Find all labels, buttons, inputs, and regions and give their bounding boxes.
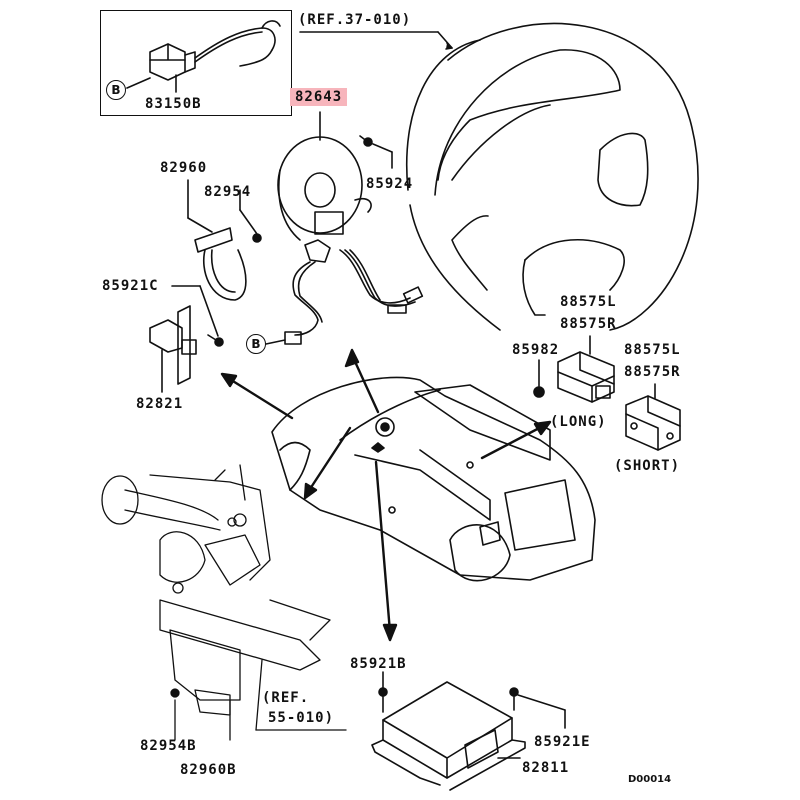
part-label-82643-highlighted[interactable]: 82643 — [290, 88, 348, 106]
part-label-88575L-long[interactable]: 88575L — [560, 294, 617, 310]
part-label-85921B[interactable]: 85921B — [350, 656, 407, 672]
variant-note-long: (LONG) — [550, 414, 607, 430]
part-label-82960B[interactable]: 82960B — [180, 762, 237, 778]
srs-control-unit-drawing — [371, 671, 566, 791]
part-label-88575R-long[interactable]: 88575R — [560, 316, 617, 332]
part-label-82954[interactable]: 82954 — [204, 184, 252, 200]
diagram-code: D00014 — [628, 774, 672, 785]
harness-83150B-drawing — [126, 20, 281, 93]
steering-wheel-drawing — [299, 22, 699, 331]
ref-steering-column-label-line1[interactable]: (REF. — [262, 690, 310, 706]
impact-sensor-short-drawing — [625, 383, 681, 451]
impact-sensor-long-drawing — [533, 335, 615, 403]
connector-b-marker-main: B — [246, 334, 266, 354]
part-label-88575R-short[interactable]: 88575R — [624, 364, 681, 380]
part-label-82821[interactable]: 82821 — [136, 396, 184, 412]
part-label-85982[interactable]: 85982 — [512, 342, 560, 358]
clock-spring-82643-drawing — [265, 111, 424, 345]
part-label-83150B[interactable]: 83150B — [145, 96, 202, 112]
part-label-85924[interactable]: 85924 — [366, 176, 414, 192]
part-label-82960[interactable]: 82960 — [160, 160, 208, 176]
part-label-82811[interactable]: 82811 — [522, 760, 570, 776]
part-label-82954B[interactable]: 82954B — [140, 738, 197, 754]
part-label-85921C[interactable]: 85921C — [102, 278, 159, 294]
assembly-arrows — [220, 348, 552, 642]
connector-b-marker-inset: B — [106, 80, 126, 100]
ref-steering-wheel-label[interactable]: (REF.37-010) — [298, 12, 412, 28]
harness-inset-frame — [100, 10, 292, 116]
steering-column-drawing — [101, 464, 347, 741]
variant-note-short: (SHORT) — [614, 458, 681, 474]
screw-85924-drawing — [359, 135, 393, 169]
ref-steering-column-label-line2[interactable]: 55-010) — [268, 710, 335, 726]
vehicle-outline-drawing — [271, 376, 596, 582]
bracket-82821-drawing — [149, 285, 224, 393]
part-label-85921E[interactable]: 85921E — [534, 734, 591, 750]
part-label-88575L-short[interactable]: 88575L — [624, 342, 681, 358]
sensor-bracket-82960-drawing — [187, 179, 262, 301]
